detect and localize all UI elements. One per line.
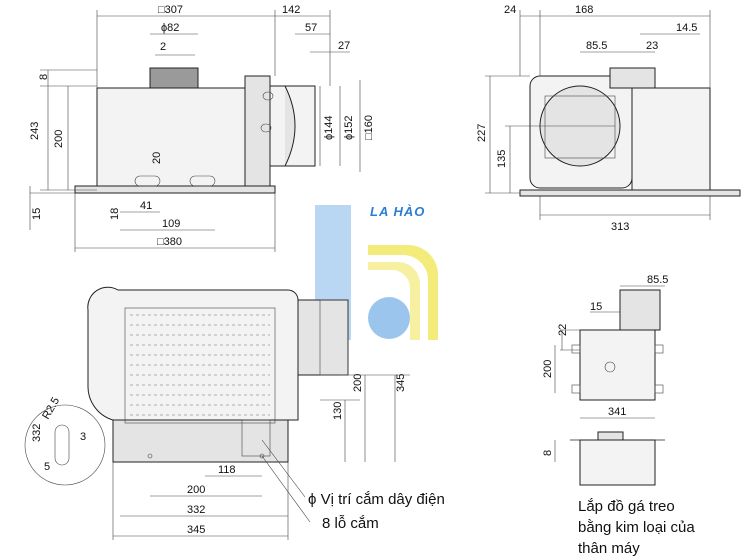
- dim-front-panel-thickness: 15: [31, 208, 43, 220]
- dim-bottom-duct-height: 200: [352, 374, 364, 392]
- dim-bracket-200: 200: [542, 360, 554, 378]
- brand-logo-text: LA HÀO: [370, 204, 425, 219]
- dim-front-duct-160: □160: [363, 115, 375, 140]
- front-view: □307 142 ϕ82 57 2 27 8 243 200 ϕ144 ϕ152…: [29, 4, 375, 252]
- dim-bottom-332: 332: [187, 504, 205, 516]
- dim-front-slot-height: 20: [151, 152, 163, 164]
- dim-side-width: 313: [611, 221, 629, 233]
- dim-front-top-offset: 8: [38, 74, 50, 80]
- dim-front-total-height: 243: [29, 122, 41, 140]
- dim-side-spigot-width: 85.5: [586, 40, 607, 52]
- dim-front-panel-width: □380: [157, 236, 182, 248]
- dim-front-duct-offset: 142: [282, 4, 300, 16]
- dim-detail-radius: R2.5: [40, 395, 62, 421]
- label-mount-holes: 8 lỗ cắm: [322, 515, 379, 532]
- bottom-view: 200 345 130 R2.5 332 3 5 118 200 332 345…: [24, 286, 445, 540]
- dim-detail-5: 5: [44, 461, 50, 473]
- dim-side-total-height: 227: [476, 124, 488, 142]
- dim-side-center-height: 135: [496, 150, 508, 168]
- dim-side-left-offset: 24: [504, 4, 516, 16]
- dim-bottom-duct-center: 130: [332, 402, 344, 420]
- dim-bracket-341: 341: [608, 406, 626, 418]
- dim-front-body-height: 200: [53, 130, 65, 148]
- dim-front-spigot-gap: 2: [160, 41, 166, 53]
- dim-bottom-total-height: 345: [395, 374, 407, 392]
- bracket-view: 85.5 15 22 200 341 8 Lắp đồ gá treo bằng…: [542, 274, 695, 557]
- dim-front-slot-pitch: 109: [162, 218, 180, 230]
- dim-side-spigot-lip: 23: [646, 40, 658, 52]
- dim-detail-332: 332: [31, 424, 43, 442]
- dim-front-panel-drop: 18: [109, 208, 121, 220]
- dim-front-duct-length: 57: [305, 22, 317, 34]
- caption-line-1: Lắp đồ gá treo: [578, 498, 675, 515]
- caption-line-3: thân máy: [578, 540, 640, 557]
- dim-front-duct-144: ϕ144: [323, 115, 335, 140]
- dim-front-slot-offset: 41: [140, 200, 152, 212]
- caption-line-2: bằng kim loại của: [578, 519, 695, 536]
- dim-bracket-8: 8: [542, 450, 554, 456]
- dim-bottom-118: 118: [218, 464, 236, 476]
- dim-front-width: □307: [158, 4, 183, 16]
- dim-bottom-345: 345: [187, 524, 205, 536]
- dim-side-right-offset: 14.5: [676, 22, 697, 34]
- label-wire-position: ϕ Vị trí cắm dây điện: [308, 491, 445, 508]
- side-view: 24 168 14.5 85.5 23 227 135 313: [476, 4, 741, 233]
- dim-bottom-200: 200: [187, 484, 205, 496]
- dim-bracket-15: 15: [590, 301, 602, 313]
- dim-front-duct-152: ϕ152: [343, 115, 355, 140]
- dim-detail-3: 3: [80, 431, 86, 443]
- dim-front-duct-lip: 27: [338, 40, 350, 52]
- dim-front-spigot-dia: ϕ82: [161, 22, 179, 34]
- dim-bracket-85-5: 85.5: [647, 274, 668, 286]
- dim-side-spigot-distance: 168: [575, 4, 593, 16]
- dim-bracket-22: 22: [557, 324, 569, 336]
